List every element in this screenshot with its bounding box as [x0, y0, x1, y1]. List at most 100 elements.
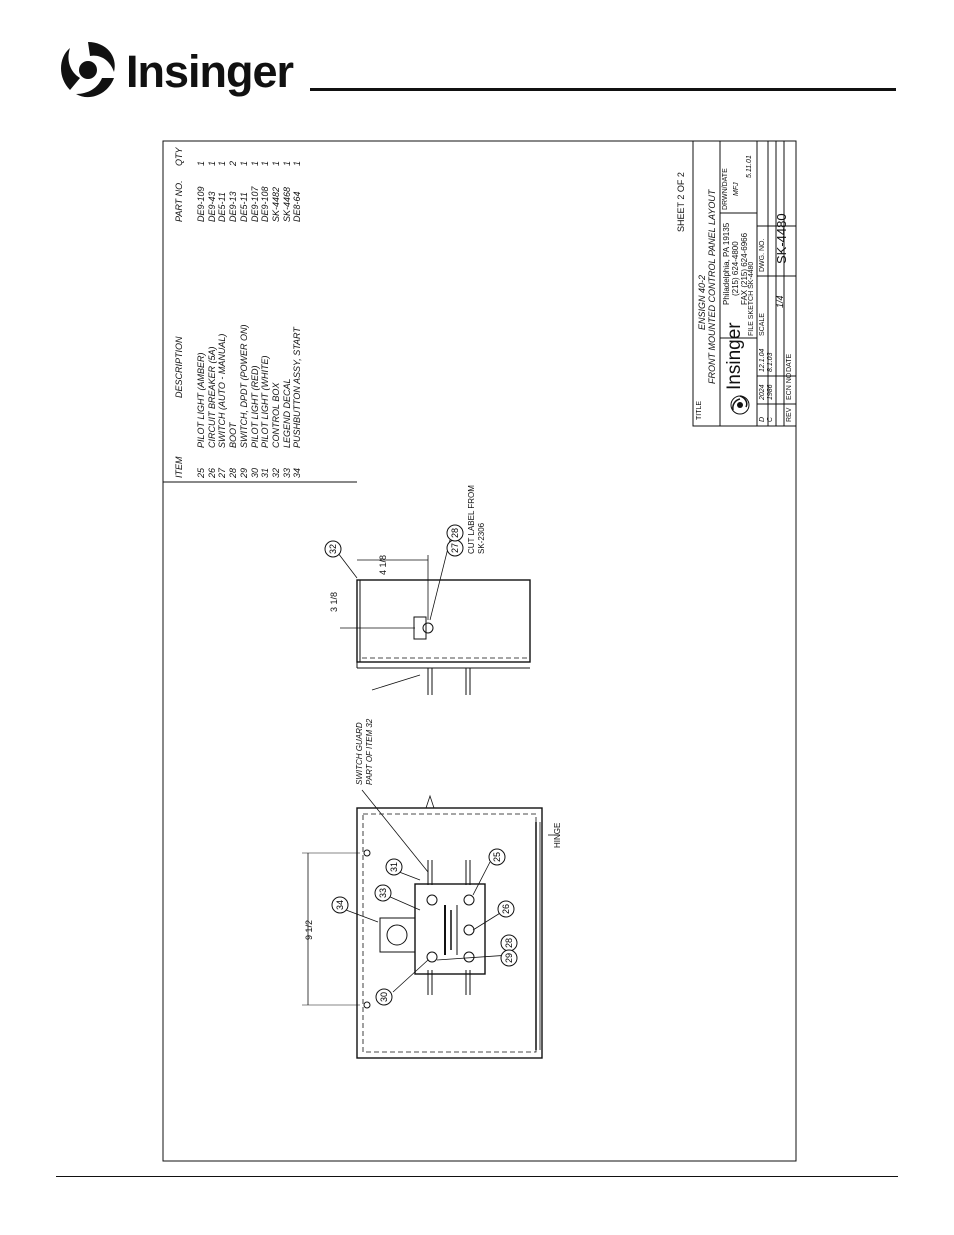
- parts-row-part-no: DE5-11: [238, 192, 249, 222]
- balloon-28b: 28: [446, 524, 464, 542]
- rev-header-date: DATE: [786, 353, 793, 372]
- parts-row-item: 33: [281, 467, 292, 478]
- header-rule: [310, 88, 896, 91]
- balloon-34: 34: [331, 896, 349, 914]
- balloon-26: 26: [497, 900, 515, 918]
- parts-row-item: 32: [270, 467, 281, 478]
- parts-row-part-no: DE5-11: [217, 192, 228, 222]
- drawn-date-label: DRWN/DATE: [722, 168, 729, 210]
- svg-text:33: 33: [378, 888, 388, 898]
- parts-header-qty: QTY: [174, 147, 184, 166]
- svg-text:29: 29: [504, 953, 514, 963]
- svg-text:30: 30: [379, 992, 389, 1002]
- svg-text:31: 31: [389, 862, 399, 872]
- parts-row-description: PUSHBUTTON ASSY, START: [292, 327, 303, 448]
- parts-row-part-no: SK-4482: [270, 186, 281, 222]
- title-label: TITLE: [696, 400, 703, 420]
- parts-row-qty: 2: [228, 160, 239, 166]
- parts-row-description: CIRCUIT BREAKER (5A): [206, 346, 217, 448]
- file-sketch: FILE SKETCH SK-4480: [748, 261, 755, 336]
- svg-text:32: 32: [328, 544, 338, 554]
- rev-row-date: 8.1.03: [767, 352, 774, 372]
- parts-row-item: 25: [196, 467, 206, 478]
- parts-row-description: LEGEND DECAL: [281, 378, 292, 448]
- parts-row-qty: 1: [238, 160, 249, 166]
- svg-text:34: 34: [335, 900, 345, 910]
- brand-wordmark: Insinger: [126, 46, 294, 97]
- sheet-label: SHEET 2 OF 2: [676, 172, 686, 232]
- balloon-30: 30: [375, 988, 393, 1006]
- control-box-front-view: [356, 794, 543, 1059]
- hinge-label: HINGE: [553, 823, 562, 848]
- parts-row-description: SWITCH, DPDT (POWER ON): [238, 324, 249, 449]
- parts-row-description: CONTROL BOX: [270, 382, 281, 448]
- dimension-9-1-2: [302, 852, 360, 1006]
- parts-row-item: 28: [228, 467, 239, 478]
- title-block-address: Philadelphia, PA 19135: [722, 222, 731, 305]
- title-block-swirl-icon: [730, 395, 750, 415]
- parts-row-qty: 1: [270, 160, 281, 166]
- footer-rule: [56, 1176, 898, 1177]
- parts-row-part-no: DE9-109: [196, 186, 206, 222]
- leader-lines: [337, 539, 560, 993]
- svg-text:26: 26: [501, 904, 511, 914]
- dwg-no: SK-4480: [774, 213, 789, 264]
- title-line-1: ENSIGN 40-2: [697, 274, 707, 330]
- dim-side-top-label: 3 1/8: [329, 592, 339, 612]
- parts-row-description: BOOT: [228, 422, 239, 448]
- cut-label-2: SK-2306: [477, 522, 486, 554]
- parts-row-part-no: SK-4468: [281, 186, 292, 222]
- parts-row-qty: 1: [196, 160, 206, 166]
- parts-row-part-no: DE9-107: [249, 186, 260, 222]
- parts-row-part-no: DE8-64: [292, 191, 303, 222]
- parts-row-item: 34: [292, 467, 303, 478]
- rev-row-ecn: 1986: [767, 384, 774, 400]
- switch-guard-label-2: PART OF ITEM 32: [365, 718, 374, 785]
- parts-row-item: 30: [249, 467, 260, 478]
- parts-header-part-no: PART NO.: [174, 180, 184, 222]
- rev-row-rev: D: [759, 416, 766, 422]
- dwg-no-label: DWG. NO.: [759, 238, 766, 272]
- balloon-32: 32: [324, 540, 342, 558]
- title-block-company: Insinger: [724, 322, 745, 390]
- parts-row-description: PILOT LIGHT (RED): [249, 365, 260, 448]
- parts-row-description: PILOT LIGHT (AMBER): [196, 352, 206, 448]
- parts-row-qty: 1: [292, 160, 303, 166]
- balloon-33: 33: [374, 884, 392, 902]
- parts-row-qty: 1: [249, 160, 260, 166]
- rev-row-ecn: 2024: [759, 384, 766, 400]
- insinger-logo: Insinger: [56, 38, 316, 102]
- balloon-27: 27: [446, 539, 464, 557]
- parts-header-description: DESCRIPTION: [174, 336, 184, 398]
- svg-text:28: 28: [450, 528, 460, 538]
- drawn-by: MFJ: [733, 182, 740, 196]
- parts-row-part-no: DE9-43: [206, 191, 217, 222]
- sheet-border: [162, 140, 797, 1162]
- parts-row-qty: 1: [281, 160, 292, 166]
- parts-row-item: 26: [206, 467, 217, 478]
- svg-text:28: 28: [504, 938, 514, 948]
- parts-row-item: 29: [238, 467, 249, 478]
- drawn-date: 5.11.01: [746, 155, 753, 178]
- cut-label-1: CUT LABEL FROM: [467, 485, 476, 554]
- balloon-29: 29: [500, 949, 518, 967]
- annotations: 9 1/2 3 1/8 4 1/8 SWITCH GUARD PART OF I…: [304, 485, 562, 940]
- svg-text:27: 27: [450, 543, 460, 553]
- title-line-2: FRONT MOUNTED CONTROL PANEL LAYOUT: [707, 189, 717, 384]
- parts-row-part-no: DE9-13: [228, 191, 239, 222]
- parts-row-item: 27: [217, 467, 228, 478]
- balloon-25: 25: [488, 848, 506, 866]
- scale-label: SCALE: [759, 313, 766, 336]
- title-block-phone: (215) 624-4800: [731, 241, 740, 296]
- parts-row-description: SWITCH (AUTO - MANUAL): [217, 333, 228, 448]
- dim-side-depth-label: 4 1/8: [378, 555, 388, 575]
- parts-row-part-no: DE9-108: [260, 186, 271, 222]
- rev-row-date: 12.1.04: [759, 348, 766, 372]
- balloon-28a: 28: [500, 934, 518, 952]
- title-block-frame: [692, 140, 797, 427]
- balloons: 25 26 28 29 30 31 32 33 34 27 28: [324, 524, 518, 1006]
- rev-header-ecn: ECN NO: [786, 372, 793, 400]
- dim-width-label: 9 1/2: [304, 920, 314, 940]
- svg-text:25: 25: [492, 852, 502, 862]
